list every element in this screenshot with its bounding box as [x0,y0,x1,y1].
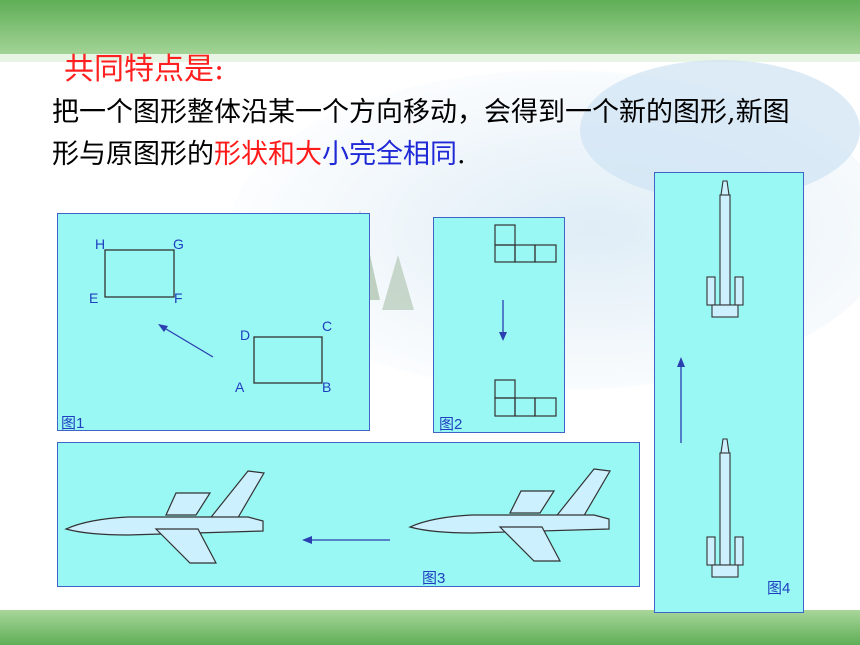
down-arrowhead [499,332,507,341]
label-h: H [95,236,105,252]
heading: 共同特点是: [64,52,225,87]
airplane-left [64,470,265,564]
label-a: A [235,379,245,395]
label-c: C [322,318,332,334]
figure-1-diagram: H G E F D C A B [89,236,332,395]
rect-efgh [104,249,175,298]
top-green-band [0,0,860,58]
figure-4-diagram [677,180,744,578]
figure-3-caption: 图3 [422,570,446,587]
rect-abcd [253,336,323,384]
statement-main: 把一个图形整体沿某一个方向移动，会得到一个新的图形,新图形与原图形的 [52,97,790,170]
highlight-shape-size: 形状和大 [214,139,322,170]
highlight-small: 小 [322,139,349,170]
figure-2-panel: 图2 [433,217,565,433]
bottom-green-band [0,610,860,645]
block-original [494,224,557,263]
statement-period: . [457,139,466,170]
figure-2-caption: 图2 [439,416,463,433]
arrowhead [158,324,168,332]
rocket-bottom [706,438,744,578]
figure-2-diagram [494,224,557,417]
label-f: F [174,290,183,306]
figure-3-panel: 图3 [57,442,640,587]
figure-1-caption: 图1 [61,415,85,432]
up-arrowhead [677,357,685,367]
airplane-right [408,468,611,562]
label-g: G [173,236,184,252]
left-arrowhead [302,536,312,544]
highlight-identical: 完全相同 [349,139,457,170]
figure-3-diagram [64,468,611,564]
figure-4-caption: 图4 [767,580,791,597]
label-d: D [240,327,250,343]
rocket-top [706,180,744,318]
label-e: E [89,290,98,306]
statement-text: 把一个图形整体沿某一个方向移动，会得到一个新的图形,新图形与原图形的形状和大小完… [52,92,812,176]
block-translated [494,379,557,417]
label-b: B [322,379,331,395]
translation-arrow [160,325,214,358]
figure-1-panel: H G E F D C A B 图1 [57,213,370,432]
figure-4-panel: 图4 [654,172,804,613]
